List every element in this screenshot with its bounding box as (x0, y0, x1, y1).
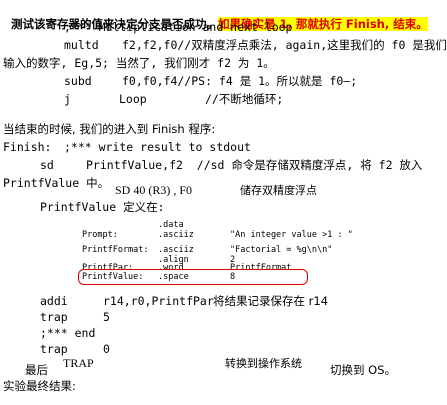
data-label: PrintfValue: (82, 272, 144, 282)
data-directive: .asciiz (158, 230, 194, 240)
data-label: Prompt: (82, 230, 118, 240)
code-args: f2,f2,f0//双精度浮点乘法, again,这里我们的 f0 是我们 (122, 38, 447, 52)
code-args: r14,r0,PrintfPar (103, 294, 214, 308)
data-value: PrintfFormat (230, 263, 292, 273)
code-comment: ;*** Multiplication and next loop (64, 20, 293, 34)
text-span: 切换到 OS。 (330, 363, 397, 377)
text-line: PrintfValue 定义在: (40, 200, 165, 214)
instruction-desc: 储存双精度浮点 (240, 184, 317, 197)
text-span: 测试该寄存器的值来决定分支是否成功。 (11, 17, 219, 31)
code-args: 5 (103, 310, 110, 324)
code-comment: //不断地循环; (205, 92, 284, 106)
text-line: 实验最终结果: (3, 379, 76, 393)
code-args: PrintfValue,f2 //sd 命令是存储双精度浮点, 将 f2 放入 (86, 158, 423, 172)
code-label: Finish: (3, 140, 52, 154)
code-op: subd (64, 74, 92, 88)
data-directive: .asciiz (158, 245, 194, 255)
data-value: "An integer value >1 : " (230, 230, 353, 240)
code-comment: ;*** end (40, 326, 96, 340)
code-op: j (64, 92, 71, 106)
data-label: PrintfPar: (82, 263, 134, 273)
code-args: 0 (103, 342, 110, 356)
data-value: "Factorial = %g\n\n" (230, 245, 333, 255)
data-value: 2 (230, 255, 236, 265)
instruction-desc: 转换到操作系统 (225, 357, 302, 370)
data-directive: .space (158, 272, 189, 282)
data-header: .data (158, 220, 184, 230)
text-span: 最后 (25, 363, 48, 377)
code-op: addi (40, 294, 68, 308)
highlighted-text: 如果确实是 1, 那就执行 Finish, 结束。 (218, 17, 428, 31)
text-line: 测试该寄存器的值来决定分支是否成功。如果确实是 1, 那就执行 Finish, … (3, 3, 428, 31)
code-op: multd (64, 38, 99, 52)
text-line: 当结束的时候, 我们的进入到 Finish 程序: (3, 122, 216, 136)
code-op: trap (40, 342, 68, 356)
code-comment: 将结果记录保存在 r14 (213, 294, 329, 308)
code-op: sd (40, 158, 54, 172)
code-args: f0,f0,f4//PS: f4 是 1。所以就是 f0—; (122, 74, 358, 88)
text-line: 输入的数字, Eg,5; 当然了, 我们刚才 f2 为 1。 (3, 56, 275, 70)
data-directive: .align (158, 255, 189, 265)
code-args: Loop (119, 92, 147, 106)
text-line: PrintfValue 中。 (3, 176, 110, 190)
code-op: trap (40, 310, 68, 324)
instruction-example: SD 40 (R3) , F0 (115, 183, 193, 197)
code-comment: ;*** write result to stdout (64, 140, 251, 154)
instruction-example: TRAP (63, 356, 94, 370)
data-directive: .word (158, 263, 184, 273)
data-label: PrintfFormat: (82, 245, 149, 255)
highlight-box (78, 269, 308, 285)
data-value: 8 (230, 272, 236, 282)
